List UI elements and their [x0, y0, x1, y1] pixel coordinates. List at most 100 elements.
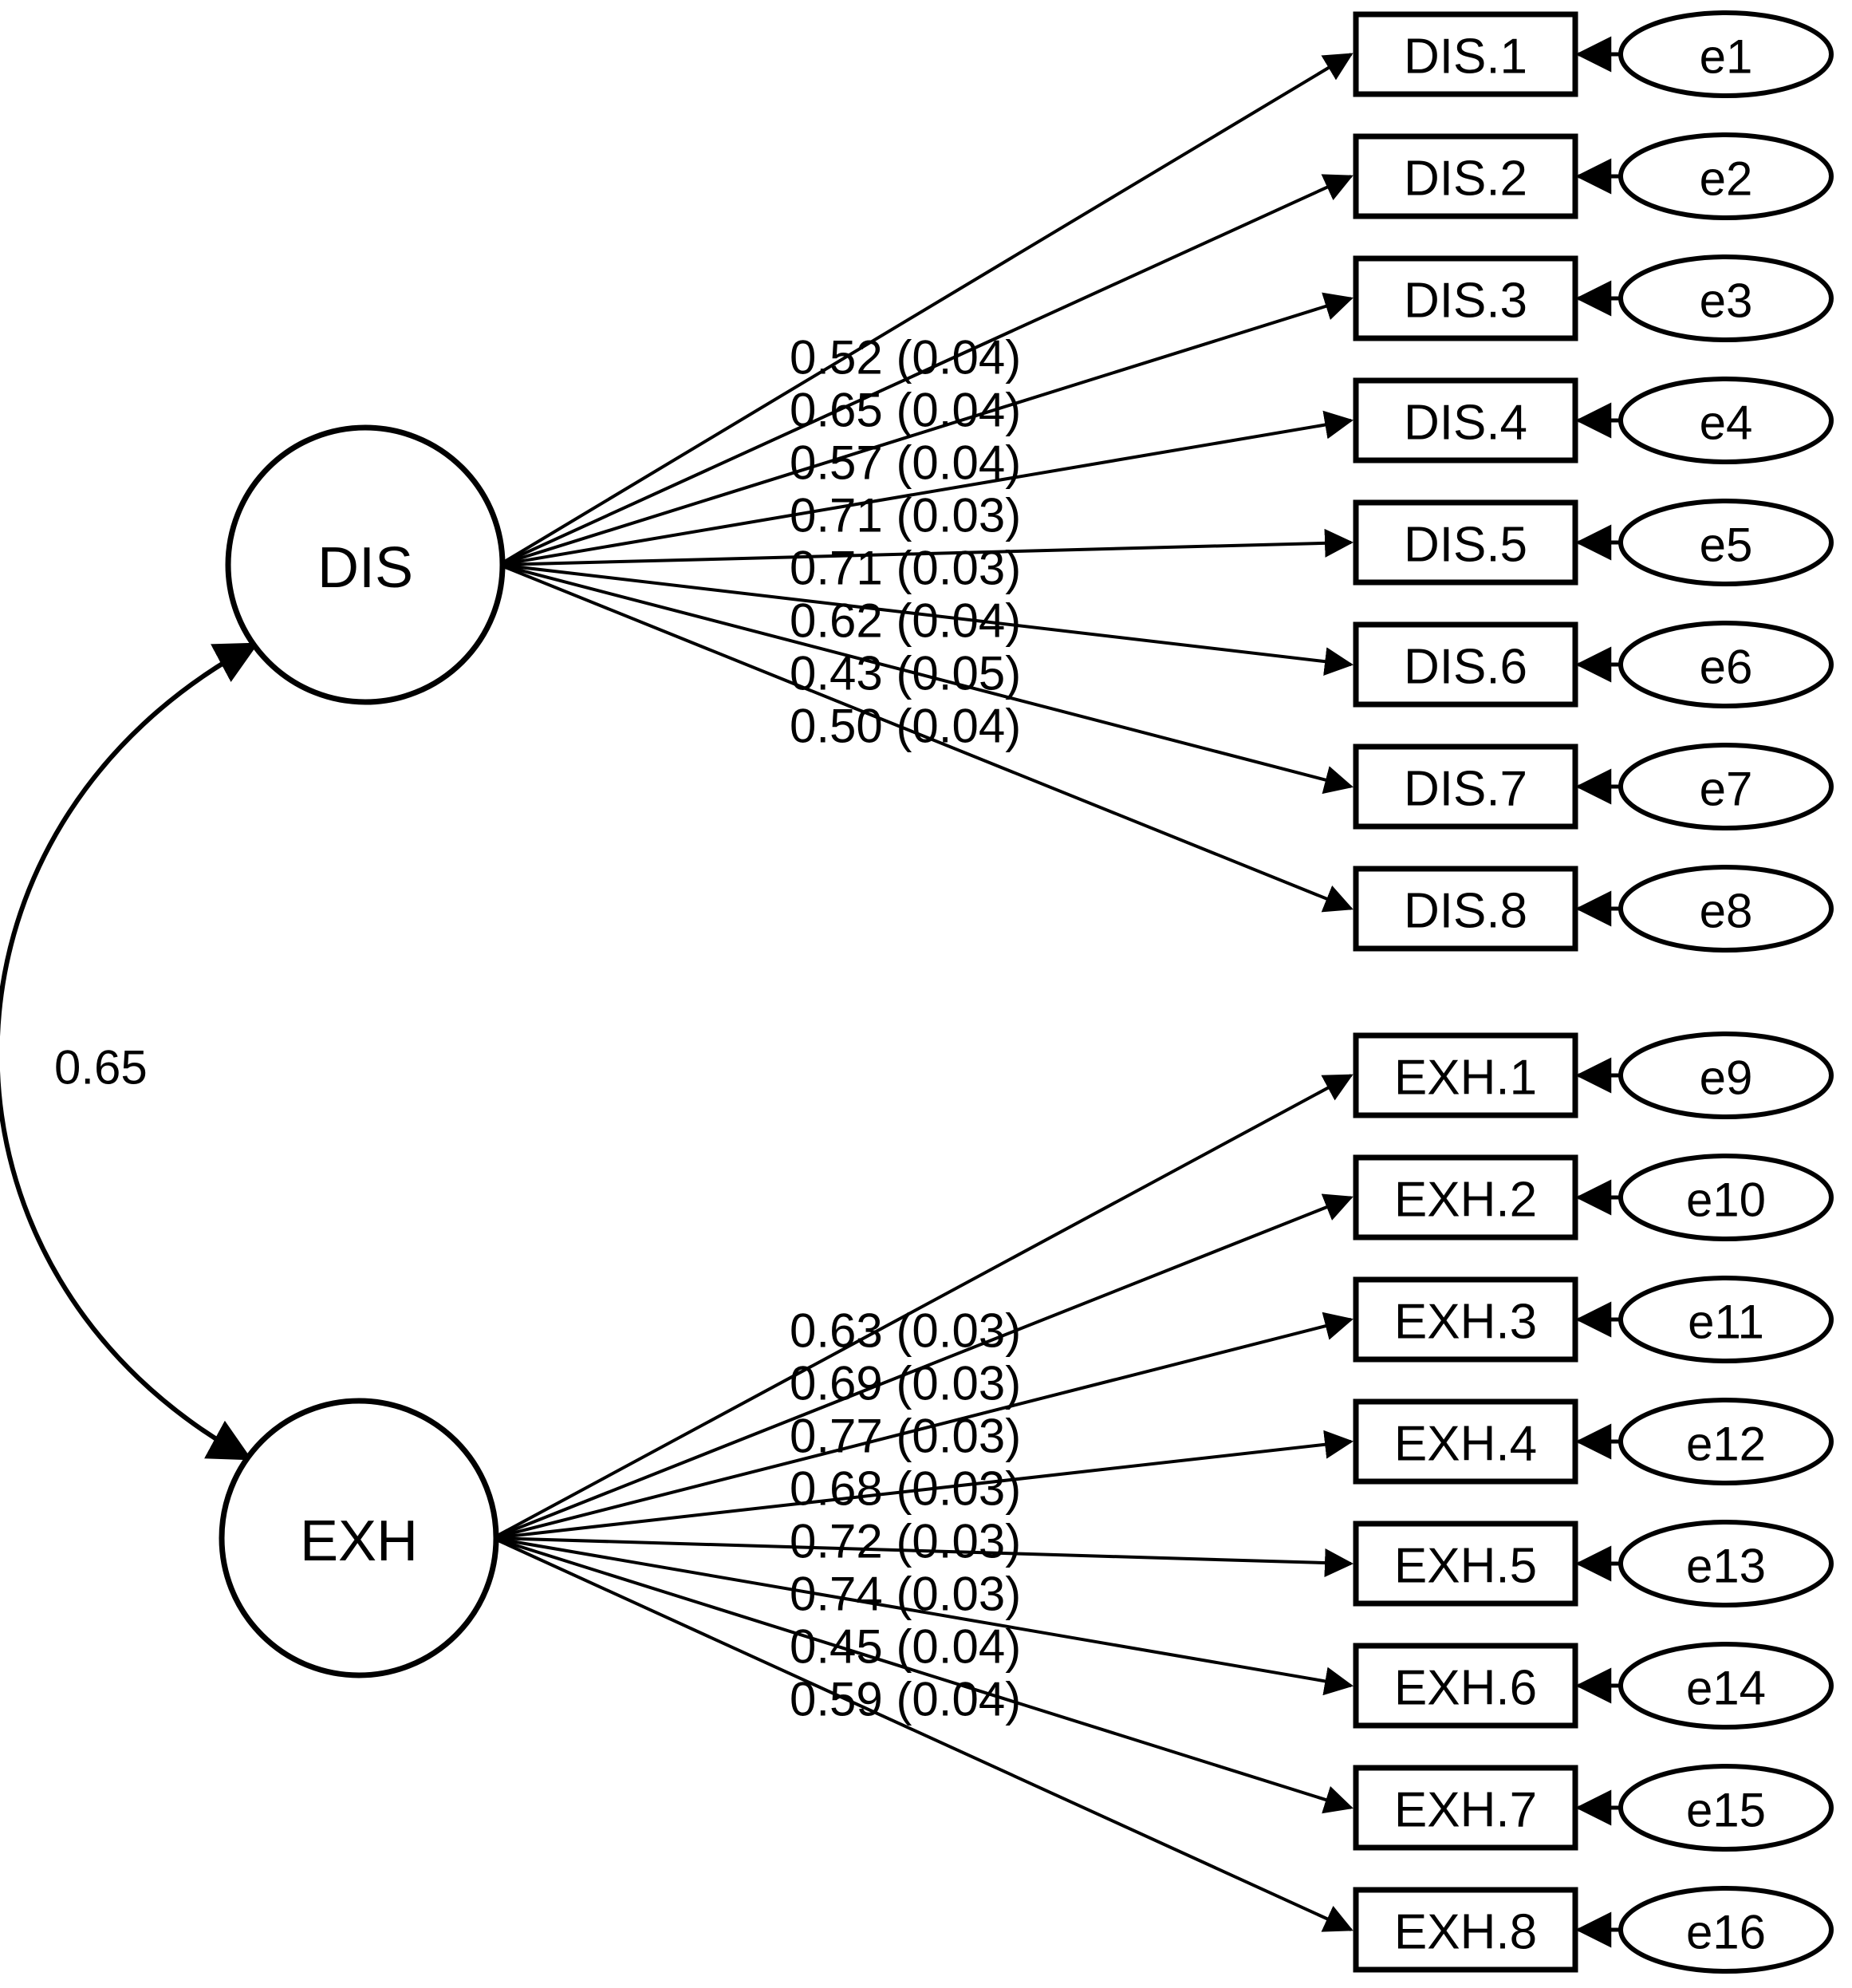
error-ellipse-e10 [1618, 1154, 1834, 1241]
indicator-label-exh-5: EXH.5 [1394, 1539, 1537, 1594]
loading-estimate-exh-1: 0.63 (0.03) [790, 1304, 1021, 1358]
loading-estimate-dis-1: 0.52 (0.04) [790, 331, 1021, 385]
loading-estimate-dis-5: 0.71 (0.03) [790, 542, 1021, 595]
loading-estimate-exh-7: 0.45 (0.04) [790, 1620, 1021, 1674]
indicator-box-exh-3 [1353, 1276, 1578, 1363]
loading-estimate-exh-2: 0.69 (0.03) [790, 1357, 1021, 1410]
error-label-e16: e16 [1686, 1906, 1766, 1959]
error-label-e10: e10 [1686, 1173, 1766, 1227]
loading-estimate-exh-8: 0.59 (0.04) [790, 1673, 1021, 1726]
loading-estimate-dis-2: 0.65 (0.04) [790, 384, 1021, 437]
loading-estimate-exh-4: 0.68 (0.03) [790, 1462, 1021, 1516]
error-label-e7: e7 [1700, 763, 1753, 816]
error-label-e4: e4 [1700, 396, 1753, 450]
indicator-label-dis-5: DIS.5 [1404, 518, 1527, 573]
indicator-label-exh-8: EXH.8 [1394, 1905, 1537, 1960]
indicator-box-dis-1 [1353, 11, 1578, 97]
error-ellipse-layer: e1 e2 e3 e4 e5 e6 e7 e8 e9 e10 e11 e12 e13 e14 e15 e16 [1618, 10, 1834, 1974]
indicator-label-exh-4: EXH.4 [1394, 1417, 1537, 1472]
indicator-box-exh-5 [1353, 1521, 1578, 1607]
error-ellipse-e14 [1618, 1642, 1834, 1730]
indicator-label-dis-4: DIS.4 [1404, 396, 1527, 451]
indicator-box-dis-6 [1353, 621, 1578, 708]
covariance-curve [0, 642, 259, 1461]
error-label-e14: e14 [1686, 1662, 1766, 1715]
latent-factor-exh-circle [219, 1398, 499, 1678]
error-ellipse-e1 [1618, 10, 1834, 98]
loading-path-dis-6 [498, 563, 1354, 676]
indicator-label-exh-7: EXH.7 [1394, 1783, 1537, 1838]
latent-factor-dis-circle [225, 424, 506, 705]
indicator-box-dis-5 [1353, 499, 1578, 586]
latent-factor-exh-label: EXH [300, 1509, 418, 1573]
loading-path-dis-3 [498, 292, 1354, 566]
error-label-e6: e6 [1700, 641, 1753, 694]
loading-path-exh-2 [492, 1193, 1354, 1540]
indicator-box-dis-2 [1353, 133, 1578, 219]
error-label-e1: e1 [1700, 30, 1753, 84]
loading-path-dis-2 [498, 174, 1354, 566]
error-ellipse-e9 [1618, 1031, 1834, 1119]
loading-estimate-exh-6: 0.74 (0.03) [790, 1568, 1021, 1621]
loading-path-exh-4 [492, 1430, 1354, 1540]
indicator-label-exh-6: EXH.6 [1394, 1661, 1537, 1716]
error-ellipse-e7 [1618, 743, 1834, 830]
loading-path-exh-7 [492, 1536, 1354, 1814]
loading-path-exh-1 [492, 1074, 1354, 1540]
error-label-e3: e3 [1700, 274, 1753, 328]
loading-path-layer [492, 53, 1354, 1932]
loading-path-dis-8 [498, 563, 1354, 913]
error-label-e11: e11 [1688, 1296, 1764, 1349]
indicator-label-dis-7: DIS.7 [1404, 762, 1527, 817]
covariance-label: 0.65 [54, 1041, 148, 1095]
indicator-box-exh-2 [1353, 1154, 1578, 1241]
indicator-box-dis-8 [1353, 866, 1578, 952]
indicator-box-dis-7 [1353, 744, 1578, 830]
indicator-label-dis-6: DIS.6 [1404, 640, 1527, 695]
loading-estimate-dis-6: 0.62 (0.04) [790, 594, 1021, 648]
error-label-e5: e5 [1700, 519, 1753, 572]
loading-path-dis-1 [498, 53, 1354, 566]
error-ellipse-e12 [1618, 1398, 1834, 1485]
loading-estimate-dis-8: 0.50 (0.04) [790, 700, 1021, 753]
error-ellipse-e15 [1618, 1764, 1834, 1852]
indicator-box-dis-3 [1353, 255, 1578, 341]
loading-estimate-dis-4: 0.71 (0.03) [790, 489, 1021, 542]
error-ellipse-e5 [1618, 499, 1834, 586]
loading-path-dis-7 [498, 563, 1354, 795]
error-ellipse-e13 [1618, 1520, 1834, 1607]
indicator-label-dis-8: DIS.8 [1404, 884, 1527, 939]
loading-estimate-exh-3: 0.77 (0.03) [790, 1410, 1021, 1463]
error-ellipse-e16 [1618, 1886, 1834, 1974]
error-label-e15: e15 [1686, 1784, 1766, 1837]
error-label-e2: e2 [1700, 152, 1753, 206]
indicator-box-dis-4 [1353, 377, 1578, 463]
error-label-e13: e13 [1686, 1540, 1766, 1593]
error-label-e12: e12 [1686, 1418, 1766, 1471]
indicator-box-exh-6 [1353, 1643, 1578, 1729]
indicator-box-exh-1 [1353, 1032, 1578, 1118]
loading-estimate-dis-3: 0.57 (0.04) [790, 436, 1021, 490]
error-label-e9: e9 [1700, 1051, 1753, 1105]
loading-path-exh-6 [492, 1536, 1354, 1696]
indicator-label-dis-1: DIS.1 [1404, 30, 1527, 85]
loading-path-dis-4 [498, 410, 1354, 566]
error-label-e8: e8 [1700, 885, 1753, 938]
error-ellipse-e6 [1618, 621, 1834, 708]
indicator-box-exh-8 [1353, 1887, 1578, 1973]
estimate-label-layer: 0.52 (0.04)0.65 (0.04)0.57 (0.04)0.71 (0… [790, 331, 1021, 1726]
indicator-box-exh-7 [1353, 1765, 1578, 1851]
loading-estimate-dis-7: 0.43 (0.05) [790, 647, 1021, 700]
loading-path-exh-8 [492, 1536, 1354, 1932]
indicator-label-exh-3: EXH.3 [1394, 1295, 1537, 1350]
indicator-box-exh-4 [1353, 1398, 1578, 1485]
error-ellipse-e2 [1618, 132, 1834, 220]
indicator-label-dis-3: DIS.3 [1404, 274, 1527, 329]
error-path-layer [1575, 36, 1621, 1948]
error-ellipse-e4 [1618, 377, 1834, 464]
error-ellipse-e8 [1618, 865, 1834, 953]
indicator-label-exh-1: EXH.1 [1394, 1051, 1537, 1106]
